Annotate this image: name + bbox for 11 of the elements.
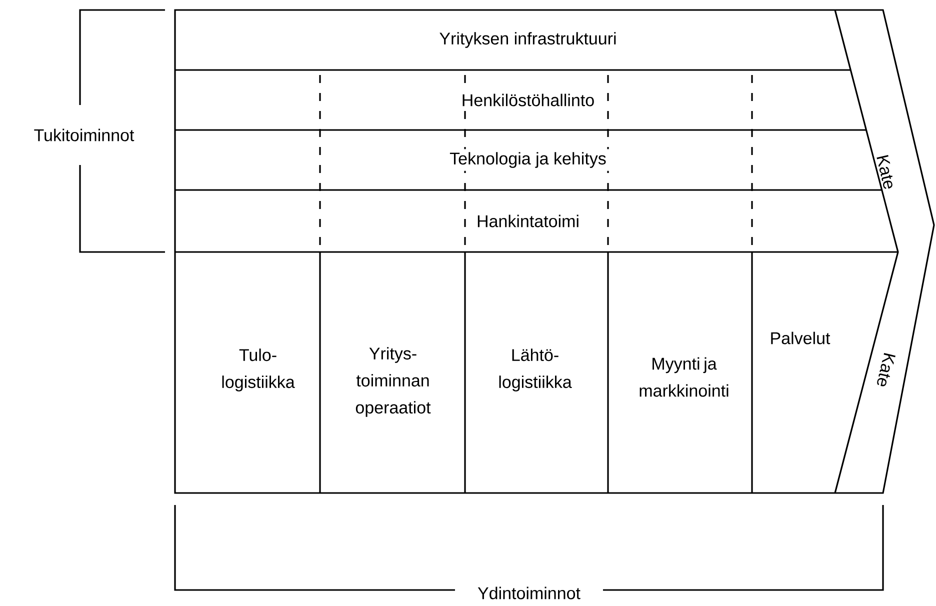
activity-label: Myynti ja markkinointi: [640, 357, 728, 397]
section-label: Ydintoiminnot: [476, 584, 582, 602]
section-label: Tukitoiminnot: [32, 126, 136, 144]
activity-label: Teknologia ja kehitys: [446, 149, 610, 171]
activity-label: Hankintatoimi: [474, 212, 582, 230]
activity-label: Lähtö- logistiikka: [499, 348, 572, 392]
activity-label: Tulo- logistiikka: [222, 348, 295, 392]
activity-label: Henkilöstöhallinto: [458, 90, 598, 110]
activity-label: Palvelut: [771, 332, 830, 344]
activity-label: Yritys- toiminnan operaatiot: [356, 347, 431, 417]
activity-label: Yrityksen infrastruktuuri: [436, 29, 620, 51]
